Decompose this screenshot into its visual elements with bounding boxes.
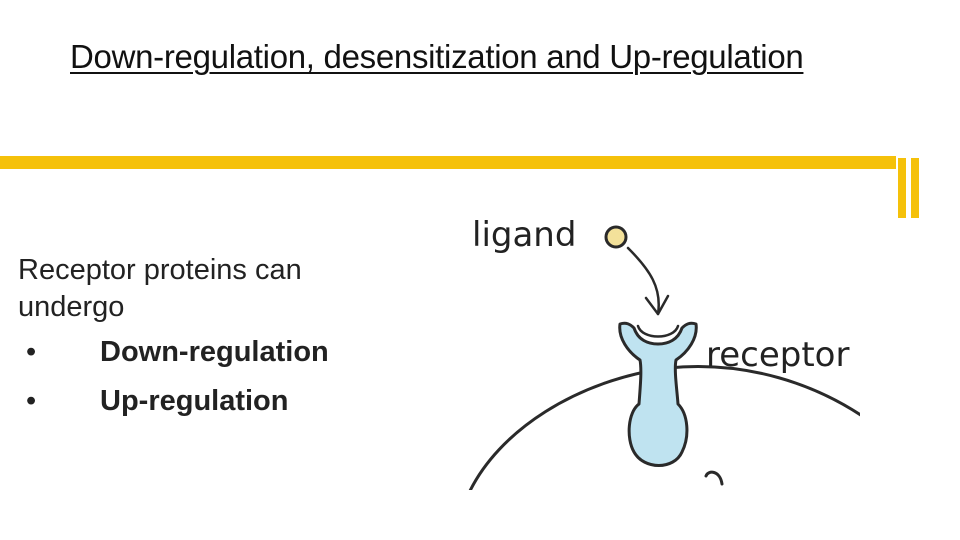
ligand-label: ligand (472, 215, 576, 255)
accent-post-left (898, 158, 906, 218)
receptor-shape (618, 321, 698, 467)
bullet-text: Down-regulation (100, 336, 329, 368)
arrow-head-icon (644, 294, 670, 316)
ligand-receptor-illustration: ligand receptor (468, 190, 860, 490)
accent-post-right (911, 158, 919, 218)
binding-arrow (626, 246, 660, 316)
bullet-item: • Up-regulation (18, 375, 398, 428)
accent-bar (0, 156, 896, 169)
receptor-label: receptor (706, 335, 849, 375)
body-text: Receptor proteins can undergo • Down-reg… (18, 252, 398, 428)
bullet-item: • Down-regulation (18, 326, 398, 379)
binding-site (636, 324, 680, 338)
membrane-protein-edge (704, 470, 724, 486)
bullet-marker: • (26, 336, 37, 368)
bullet-marker: • (26, 385, 37, 417)
ligand-icon (604, 225, 628, 249)
slide-title: Down-regulation, desensitization and Up-… (70, 38, 804, 75)
intro-text: Receptor proteins can undergo (18, 254, 302, 323)
bullet-text: Up-regulation (100, 385, 289, 417)
illustration-svg: ligand receptor (468, 215, 860, 490)
